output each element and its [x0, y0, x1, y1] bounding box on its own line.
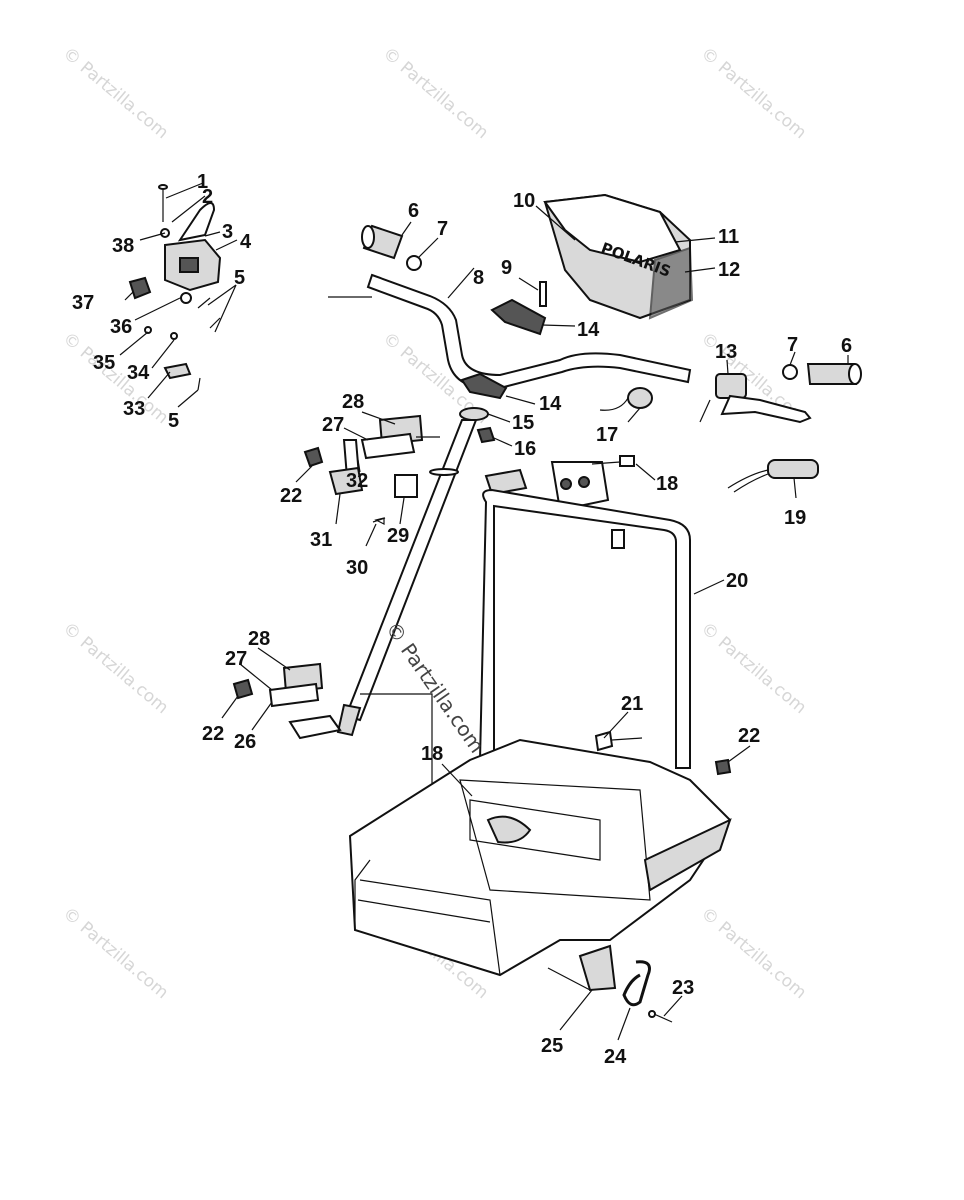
throttle-block-assembly: [119, 182, 238, 408]
watermark: © Partzilla.com: [697, 619, 810, 719]
upper-bushing-assembly: [295, 411, 440, 547]
watermark: © Partzilla.com: [697, 904, 810, 1004]
callout-32: 32: [346, 470, 368, 492]
bolt-21-nut-22: [594, 711, 751, 776]
chassis-bulkhead: [348, 738, 732, 1041]
callout-6: 6: [408, 200, 419, 222]
callout-18: 18: [421, 743, 443, 765]
callout-28: 28: [248, 628, 270, 650]
callout-34: 34: [127, 362, 150, 384]
watermark: © Partzilla.com: [59, 904, 172, 1004]
watermark: © Partzilla.com: [59, 44, 172, 144]
callout-12: 12: [718, 259, 740, 281]
callout-23: 23: [672, 977, 694, 999]
callout-31: 31: [310, 529, 332, 551]
callout-24: 24: [604, 1046, 627, 1068]
callout-13: 13: [715, 341, 737, 363]
callout-17: 17: [596, 424, 618, 446]
callout-14: 14: [577, 319, 600, 341]
callout-5: 5: [234, 267, 245, 289]
callout-19: 19: [784, 507, 806, 529]
callout-9: 9: [501, 257, 512, 279]
watermark: © Partzilla.com: [379, 44, 492, 144]
callout-27: 27: [225, 648, 247, 670]
callout-21: 21: [621, 693, 643, 715]
callout-38: 38: [112, 235, 134, 257]
headlight-switch: [599, 387, 653, 423]
steering-support-frame: [478, 455, 725, 769]
callout-1: 1: [197, 171, 208, 193]
callout-36: 36: [110, 316, 132, 338]
callout-29: 29: [387, 525, 409, 547]
callout-27: 27: [322, 414, 344, 436]
callout-5: 5: [168, 410, 179, 432]
callout-25: 25: [541, 1035, 563, 1057]
left-grip: [361, 221, 439, 271]
watermark: © Partzilla.com: [697, 44, 810, 144]
callout-7: 7: [787, 334, 798, 356]
callout-4: 4: [240, 231, 252, 253]
watermark: © Partzilla.com: [59, 619, 172, 719]
callout-2: 2: [202, 186, 213, 208]
handlebar: [328, 267, 692, 405]
callout-8: 8: [473, 267, 484, 289]
callout-6: 6: [841, 335, 852, 357]
callout-11: 11: [718, 226, 739, 248]
handlebar-pod-hood: POLARIS: [535, 193, 716, 320]
callout-37: 37: [72, 292, 94, 314]
callout-14: 14: [539, 393, 562, 415]
callout-labels: 1 2 3 4 5 5 6 6 7 7 8 9 10 11 12 13 14 1…: [72, 171, 852, 1068]
callout-22: 22: [280, 485, 302, 507]
callout-28: 28: [342, 391, 364, 413]
callout-18: 18: [656, 473, 678, 495]
center-watermark: © Partzilla.com: [381, 617, 489, 757]
callout-3: 3: [222, 221, 233, 243]
callout-22: 22: [738, 725, 760, 747]
callout-15: 15: [512, 412, 534, 434]
watermark: © Partzilla.com: [59, 329, 172, 429]
steering-post: [288, 407, 513, 740]
callout-22: 22: [202, 723, 224, 745]
lower-bushing-assembly: [221, 647, 433, 840]
callout-33: 33: [123, 398, 145, 420]
callout-30: 30: [346, 557, 368, 579]
right-controls: [699, 351, 862, 424]
callout-26: 26: [234, 731, 256, 753]
heated-grip: [727, 459, 819, 499]
callout-10: 10: [513, 190, 535, 212]
callout-7: 7: [437, 218, 448, 240]
callout-16: 16: [514, 438, 536, 460]
callout-20: 20: [726, 570, 748, 592]
callout-35: 35: [93, 352, 115, 374]
